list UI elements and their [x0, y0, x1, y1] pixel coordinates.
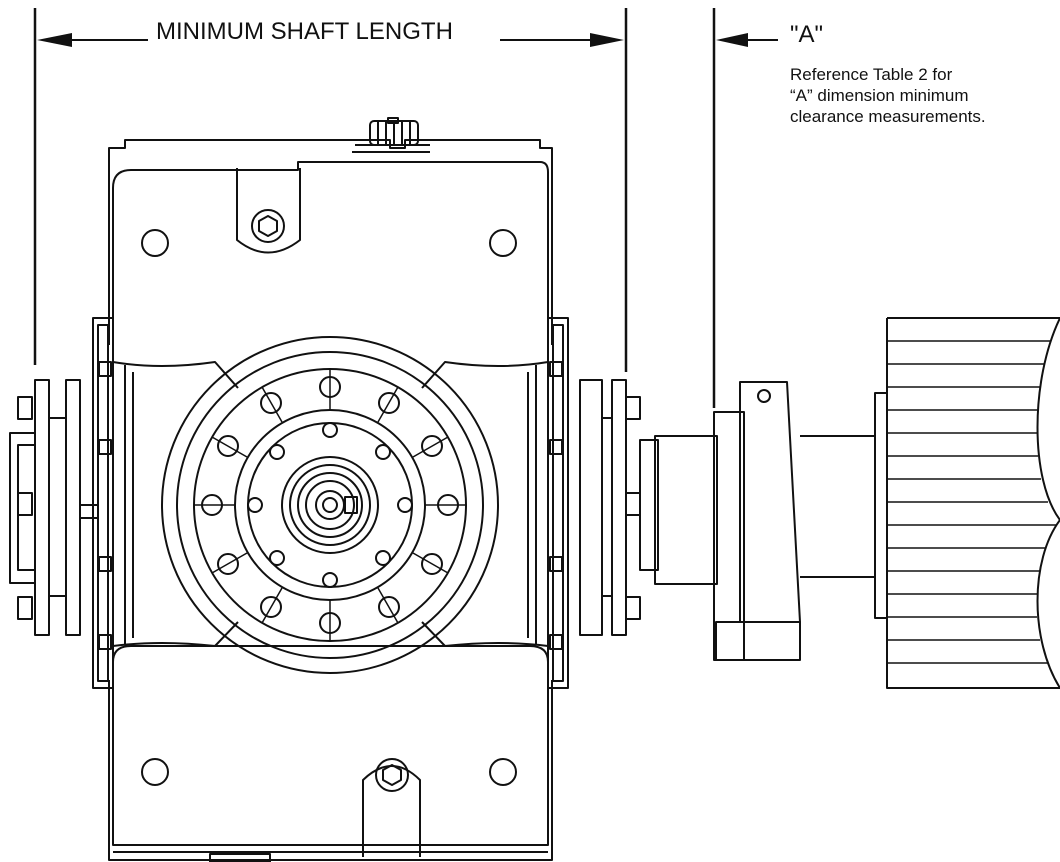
output-hub — [161, 336, 499, 674]
mount-hole — [141, 229, 169, 257]
minimum-shaft-length-label: MINIMUM SHAFT LENGTH — [148, 18, 461, 46]
gearbox-housing-middle — [112, 361, 549, 647]
dimension-a — [712, 8, 778, 408]
note-line: “A” dimension minimum — [790, 86, 969, 105]
bolt-ring-outer — [201, 376, 459, 634]
pillow-block-bearing — [713, 381, 875, 661]
note-line: clearance measurements. — [790, 107, 986, 126]
arrow-right-icon — [590, 33, 624, 47]
gearbox-housing-top — [108, 117, 553, 362]
hub-ribs — [194, 369, 466, 641]
mount-hole — [489, 758, 517, 786]
output-shaft — [639, 435, 718, 585]
note-line: Reference Table 2 for — [790, 65, 953, 84]
bolt-ring-inner — [247, 422, 413, 588]
arrow-left-icon — [37, 33, 72, 47]
arrow-left-icon — [716, 33, 748, 47]
breather-cap — [369, 117, 419, 146]
dimension-a-label: "A" — [790, 21, 824, 48]
mount-hole — [141, 758, 169, 786]
reference-note: Reference Table 2 for “A” dimension mini… — [790, 64, 986, 127]
left-side-flange — [9, 317, 114, 689]
dimension-minimum-shaft-length — [33, 8, 628, 372]
driven-equipment — [874, 317, 1060, 689]
right-side-flange — [547, 317, 641, 689]
gearbox-housing-bottom — [108, 645, 553, 862]
mount-hole — [489, 229, 517, 257]
